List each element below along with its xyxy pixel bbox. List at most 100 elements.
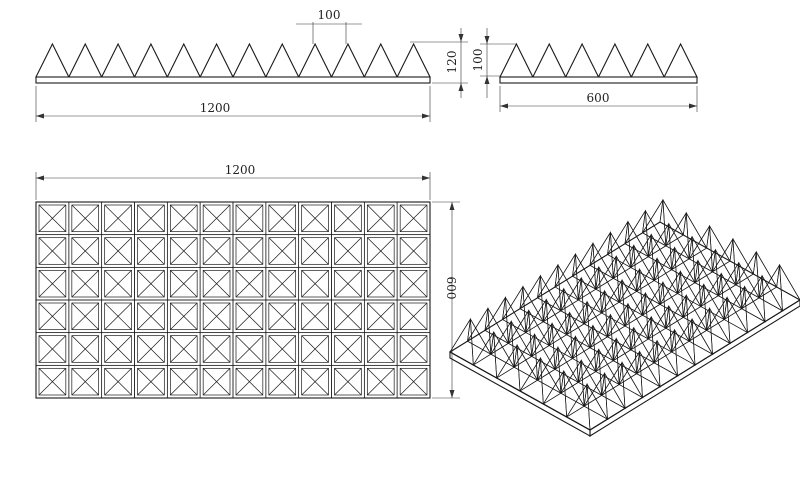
front-spike	[396, 42, 431, 78]
plan-cell	[265, 332, 300, 366]
spike-height-label: 100	[471, 49, 485, 72]
plan-cell	[265, 266, 300, 301]
plan-cell	[298, 201, 332, 236]
front-spike	[67, 42, 103, 78]
plan-cell	[166, 201, 201, 236]
plan-cell	[363, 364, 398, 399]
side-width-label: 600	[587, 91, 610, 105]
plan-cell	[363, 234, 398, 268]
front-spike	[264, 42, 300, 78]
side-spike	[499, 42, 534, 78]
plan-cell	[298, 364, 332, 399]
plan-cell	[298, 299, 332, 334]
plan-cell	[199, 266, 234, 301]
plan-cell	[68, 332, 103, 366]
iso-pyramid	[741, 274, 784, 323]
side-spike-height-dimension: 100	[471, 28, 516, 98]
front-length-dimension: 1200	[35, 86, 431, 122]
plan-cell	[232, 332, 267, 366]
plan-cell	[166, 364, 201, 399]
plan-cell	[396, 266, 431, 301]
plan-cell	[134, 364, 168, 399]
plan-cell	[134, 266, 168, 301]
plan-cell	[298, 332, 332, 366]
front-view-base	[35, 76, 431, 84]
front-spike	[232, 42, 267, 78]
side-view-base	[499, 76, 698, 84]
plan-width-dimension: 1200	[35, 163, 431, 200]
plan-cell	[134, 299, 168, 334]
front-pitch-dimension: 100	[296, 8, 362, 44]
plan-cell	[298, 266, 332, 301]
side-spike	[564, 42, 600, 78]
plan-cell	[134, 201, 168, 236]
front-length-label: 1200	[200, 101, 231, 115]
plan-cell	[101, 201, 135, 236]
plan-cell	[68, 234, 103, 268]
plan-cell	[232, 364, 267, 399]
plan-cell	[232, 201, 267, 236]
plan-cell	[396, 364, 431, 399]
front-spike	[297, 42, 333, 78]
plan-cell	[68, 299, 103, 334]
plan-cell	[101, 299, 135, 334]
plan-cell	[265, 299, 300, 334]
plan-cell	[68, 201, 103, 236]
side-spike	[663, 42, 698, 78]
plan-width-label: 1200	[225, 163, 256, 177]
plan-cell	[166, 266, 201, 301]
plan-cell	[363, 299, 398, 334]
side-spike	[630, 42, 666, 78]
plan-cell	[199, 364, 234, 399]
plan-cell	[101, 234, 135, 268]
plan-height-dimension: 600	[432, 201, 460, 399]
plan-cell	[199, 234, 234, 268]
side-view-spikes	[499, 42, 698, 78]
isometric-view	[448, 198, 800, 437]
plan-cell	[363, 201, 398, 236]
plan-cell	[396, 201, 431, 236]
plan-cell	[166, 234, 201, 268]
front-spike	[330, 42, 366, 78]
plan-cell	[134, 234, 168, 268]
plan-cell	[199, 201, 234, 236]
side-spike	[597, 42, 633, 78]
front-height-label: 120	[445, 51, 459, 74]
front-view: 100 1200 120 100	[35, 8, 516, 122]
plan-cell	[35, 234, 70, 268]
side-width-dimension: 600	[499, 86, 698, 112]
plan-height-label: 600	[444, 277, 458, 300]
front-view-spikes	[35, 42, 431, 78]
plan-cell	[265, 234, 300, 268]
plan-cell	[35, 266, 70, 301]
plan-cell	[232, 234, 267, 268]
plan-cell	[101, 332, 135, 366]
plan-cell	[331, 332, 365, 366]
plan-cell	[35, 364, 70, 399]
plan-cell	[363, 266, 398, 301]
plan-cell	[101, 266, 135, 301]
plan-cell	[331, 299, 365, 334]
plan-cell	[396, 234, 431, 268]
plan-cell	[331, 364, 365, 399]
front-spike	[133, 42, 169, 78]
plan-cell	[298, 234, 332, 268]
side-spike	[531, 42, 567, 78]
plan-cell	[232, 299, 267, 334]
side-view: 600	[499, 42, 698, 112]
plan-cell	[68, 266, 103, 301]
plan-cell	[396, 299, 431, 334]
plan-cell	[331, 234, 365, 268]
front-height-dimension: 120	[410, 28, 468, 98]
plan-cell	[363, 332, 398, 366]
plan-cell	[396, 332, 431, 366]
front-spike	[100, 42, 136, 78]
plan-cell	[35, 201, 70, 236]
iso-pyramid	[758, 263, 800, 312]
plan-cell	[265, 364, 300, 399]
plan-cell	[331, 266, 365, 301]
plan-view: 1200 600	[35, 163, 460, 399]
iso-pyramid	[706, 296, 749, 344]
iso-pyramid	[566, 382, 609, 431]
